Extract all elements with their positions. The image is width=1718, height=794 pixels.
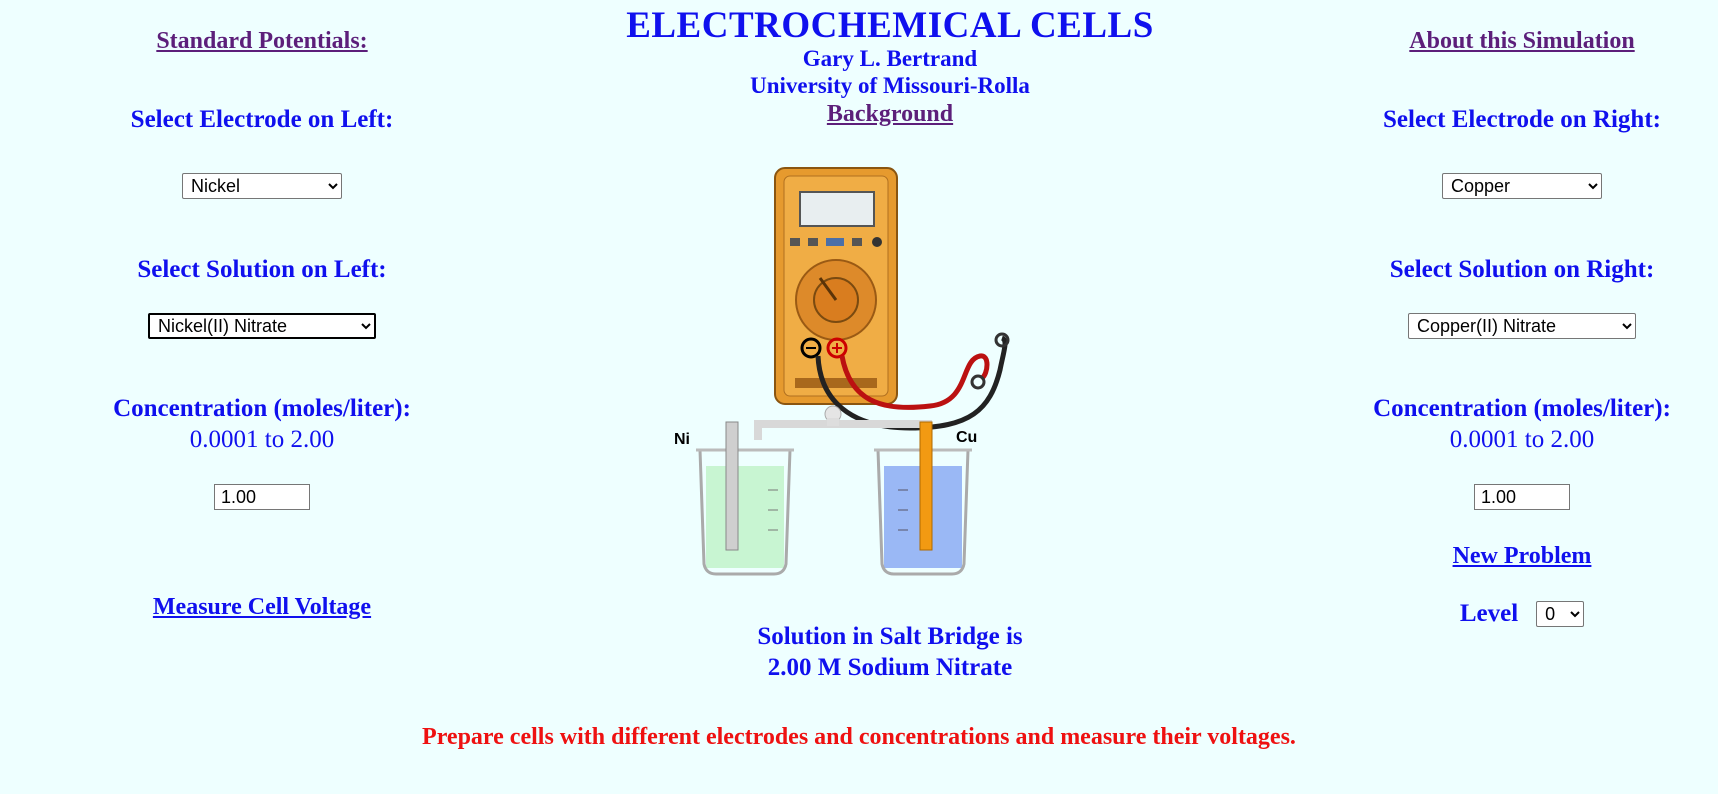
left-electrode-symbol: Ni [674,431,690,448]
left-beaker-icon [696,421,794,576]
right-concentration-label: Concentration (moles/liter): [1373,395,1671,422]
left-concentration-label: Concentration (moles/liter): [113,395,411,422]
right-electrode-label: Select Electrode on Right: [1383,106,1661,133]
page-title: ELECTROCHEMICAL CELLS [626,5,1154,46]
right-electrode-symbol: Cu [956,429,977,446]
left-electrode-select[interactable]: Nickel [182,173,342,199]
salt-bridge-info: Solution in Salt Bridge is 2.00 M Sodium… [620,621,1160,683]
institution: University of Missouri-Rolla [750,73,1030,98]
right-concentration-range: 0.0001 to 2.00 [1449,426,1595,453]
electrochemical-cell-diagram: Ni Cu [674,167,1010,576]
right-beaker-icon [874,421,972,576]
left-concentration-range: 0.0001 to 2.00 [189,426,335,453]
left-solution-label: Select Solution on Left: [137,256,387,283]
salt-bridge-line-2: 2.00 M Sodium Nitrate [767,654,1013,681]
right-solution-label: Select Solution on Right: [1389,256,1655,283]
left-solution-select[interactable]: Nickel(II) Nitrate [148,313,376,339]
new-problem-link[interactable]: New Problem [1452,543,1592,569]
left-concentration-input[interactable] [214,484,310,510]
right-concentration-input[interactable] [1474,484,1570,510]
background-link[interactable]: Background [826,101,954,127]
salt-bridge-line-1: Solution in Salt Bridge is [757,623,1023,650]
right-solution-select[interactable]: Copper(II) Nitrate [1408,313,1636,339]
level-label: Level [1459,600,1519,627]
about-simulation-link[interactable]: About this Simulation [1409,28,1635,54]
instructions: Prepare cells with different electrodes … [422,724,1296,750]
right-electrode-select[interactable]: Copper [1442,173,1602,199]
left-electrode-label: Select Electrode on Left: [130,106,394,133]
level-select[interactable]: 0 [1536,601,1585,627]
author: Gary L. Bertrand [802,46,978,71]
standard-potentials-link[interactable]: Standard Potentials: [156,28,368,54]
measure-cell-voltage-link[interactable]: Measure Cell Voltage [152,594,372,620]
multimeter-icon [774,167,898,405]
